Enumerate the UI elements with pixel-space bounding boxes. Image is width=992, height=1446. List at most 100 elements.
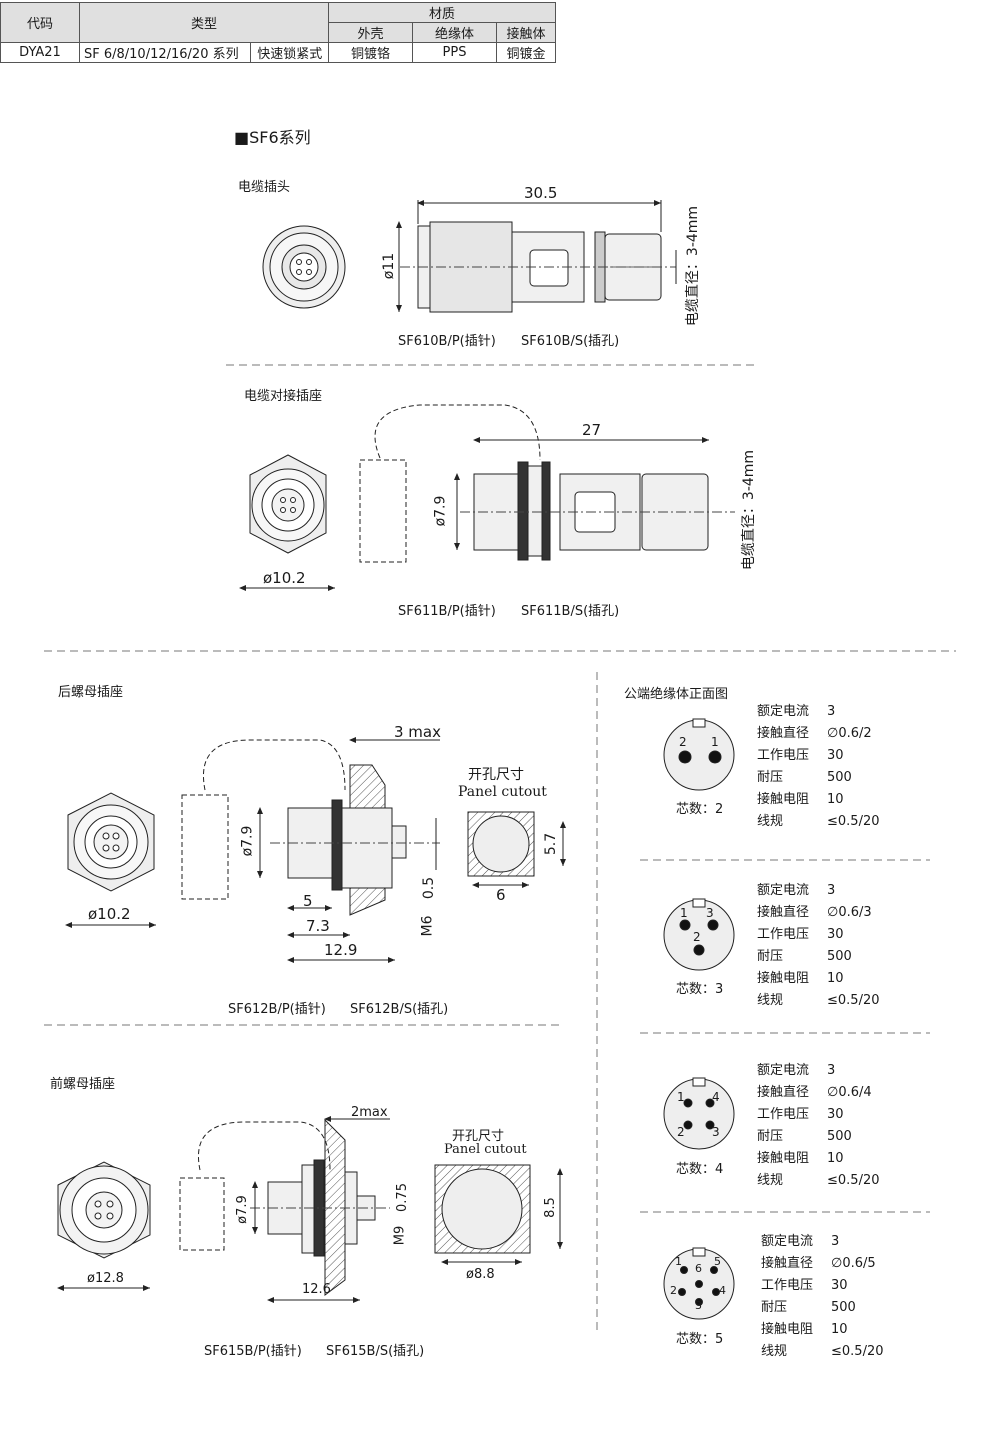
front-nut-cutout-cn: 开孔尺寸 <box>452 1129 505 1144</box>
front-nut-cutout <box>434 1164 563 1265</box>
core-count: 芯数：2 <box>676 802 724 817</box>
spec-key: 接触电阻 <box>757 792 810 807</box>
spec-key: 接触直径 <box>757 726 810 741</box>
rear-nut-cutout-en: Panel cutout <box>458 784 547 800</box>
spec-key: 耐压 <box>757 949 784 964</box>
core-count: 芯数：4 <box>676 1162 724 1177</box>
cable-socket-caption-s: SF611B/S(插孔) <box>521 604 620 619</box>
spec-value: ∅0.6/5 <box>831 1256 876 1271</box>
rear-nut-side-view <box>181 737 440 963</box>
spec-value: ≤0.5/20 <box>827 1173 880 1188</box>
spec-value: 30 <box>827 748 844 763</box>
spec-key: 线规 <box>757 1173 784 1188</box>
col-shell: 外壳 <box>328 22 413 43</box>
spec-key: 接触电阻 <box>757 971 810 986</box>
pin-label: 2 <box>677 1125 685 1139</box>
insulator-label: 公端绝缘体正面图 <box>624 687 729 702</box>
front-nut-dim-126: 12.6 <box>302 1282 331 1297</box>
cable-plug-dia: ø11 <box>381 252 398 280</box>
insulator-face-3 <box>663 898 735 971</box>
spec-key: 工作电压 <box>757 748 810 763</box>
rear-nut-dim-m6: M6 <box>419 915 436 937</box>
spec-value: ≤0.5/20 <box>827 814 880 829</box>
spec-key: 工作电压 <box>757 927 810 942</box>
pin-label: 2 <box>693 930 701 944</box>
cable-plug-length: 30.5 <box>524 184 558 202</box>
cable-socket-caption-p: SF611B/P(插针) <box>398 604 496 619</box>
cable-plug-side-view <box>396 200 677 313</box>
rear-nut-cutout <box>467 811 566 888</box>
cable-plug-caption-s: SF610B/S(插孔) <box>521 334 620 349</box>
cell-series: SF 6/8/10/12/16/20 系列 <box>78 42 252 63</box>
rear-nut-cutout-cn: 开孔尺寸 <box>468 767 524 783</box>
spec-value: 500 <box>831 1300 856 1315</box>
spec-value: 30 <box>827 927 844 942</box>
col-material: 材质 <box>328 2 556 23</box>
cable-plug-cable-dia: 电缆直径：3-4mm <box>685 205 702 327</box>
spec-value: 3 <box>827 704 836 719</box>
cell-lock: 快速锁紧式 <box>250 42 329 63</box>
cable-socket-length: 27 <box>582 421 602 439</box>
front-nut-front-dia: ø12.8 <box>87 1271 124 1286</box>
pin-label: 6 <box>695 1262 702 1275</box>
spec-value: 10 <box>827 1151 844 1166</box>
spec-key: 工作电压 <box>761 1278 814 1293</box>
pin-label: 4 <box>712 1090 720 1104</box>
cell-code: DYA21 <box>0 42 80 63</box>
front-nut-side-view <box>179 1116 390 1303</box>
spec-value: ≤0.5/20 <box>831 1344 884 1359</box>
insulator-face-5 <box>663 1247 735 1320</box>
cell-contact: 铜镀金 <box>496 42 556 63</box>
core-count: 芯数：3 <box>676 982 724 997</box>
cell-insulator: PPS <box>412 42 497 63</box>
spec-value: ∅0.6/4 <box>827 1085 872 1100</box>
section-title: ■SF6系列 <box>234 128 311 147</box>
cable-socket-front-view <box>239 454 335 591</box>
spec-key: 耐压 <box>757 1129 784 1144</box>
spec-key: 线规 <box>761 1344 788 1359</box>
spec-key: 线规 <box>757 814 784 829</box>
front-nut-caption-s: SF615B/S(插孔) <box>326 1344 425 1359</box>
spec-key: 接触直径 <box>757 905 810 920</box>
spec-value: 3 <box>827 883 836 898</box>
front-nut-cutout-w: ø8.8 <box>466 1267 495 1282</box>
spec-key: 接触直径 <box>761 1256 814 1271</box>
insulator-face-2 <box>663 718 735 791</box>
rear-nut-caption-s: SF612B/S(插孔) <box>350 1002 449 1017</box>
spec-key: 耐压 <box>761 1300 788 1315</box>
cable-socket-side-view <box>359 404 735 563</box>
spec-key: 耐压 <box>757 770 784 785</box>
spec-key: 工作电压 <box>757 1107 810 1122</box>
spec-value: 500 <box>827 770 852 785</box>
pin-label: 1 <box>675 1255 682 1268</box>
spec-value: ≤0.5/20 <box>827 993 880 1008</box>
spec-value: 500 <box>827 949 852 964</box>
spec-value: 3 <box>827 1063 836 1078</box>
pin-label: 1 <box>677 1090 685 1104</box>
rear-nut-front-dia: ø10.2 <box>88 905 131 923</box>
core-count: 芯数：5 <box>676 1332 724 1347</box>
cable-socket-cable-dia: 电缆直径：3-4mm <box>741 449 758 571</box>
front-nut-front-view <box>57 1161 151 1291</box>
pin-label: 1 <box>711 735 719 749</box>
rear-nut-dim-129: 12.9 <box>324 941 358 959</box>
insulator-face-4 <box>663 1077 735 1150</box>
spec-key: 额定电流 <box>757 883 810 898</box>
spec-key: 额定电流 <box>757 1063 810 1078</box>
cable-plug-label: 电缆插头 <box>238 180 291 195</box>
cable-plug-front-view <box>262 225 346 309</box>
spec-key: 接触电阻 <box>757 1151 810 1166</box>
rear-nut-dim-05: 0.5 <box>421 876 438 900</box>
cable-socket-dia: ø7.9 <box>432 495 449 527</box>
spec-key: 线规 <box>757 993 784 1008</box>
front-nut-dim-075: 0.75 <box>394 1183 410 1212</box>
rear-nut-label: 后螺母插座 <box>58 685 124 700</box>
spec-value: 10 <box>827 792 844 807</box>
col-code: 代码 <box>0 2 80 43</box>
rear-nut-front-view <box>65 792 156 928</box>
rear-nut-cutout-h: 5.7 <box>543 832 560 856</box>
